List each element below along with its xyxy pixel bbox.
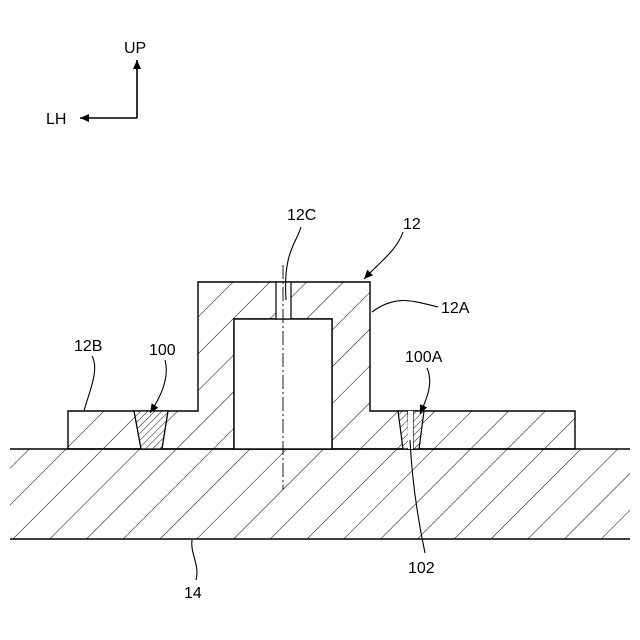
weld-100A — [398, 411, 424, 449]
leader-12 — [364, 232, 403, 279]
label-102: 102 — [408, 560, 435, 577]
label-12C: 12C — [287, 207, 316, 224]
base-plate-14 — [10, 449, 630, 539]
leader-14 — [192, 540, 197, 580]
lh-label: LH — [46, 111, 66, 128]
label-12A: 12A — [441, 300, 470, 317]
label-12B: 12B — [74, 338, 102, 355]
leader-12A — [372, 301, 438, 313]
up-label: UP — [124, 40, 146, 57]
leader-100A — [420, 368, 430, 414]
leader-100 — [150, 360, 166, 413]
leader-12B — [84, 356, 95, 411]
label-12: 12 — [403, 216, 421, 233]
label-14: 14 — [184, 585, 202, 602]
orientation-indicator: UP LH — [46, 40, 146, 128]
label-100: 100 — [149, 342, 176, 359]
vent-hole-12C — [276, 282, 291, 319]
label-100A: 100A — [405, 349, 443, 366]
